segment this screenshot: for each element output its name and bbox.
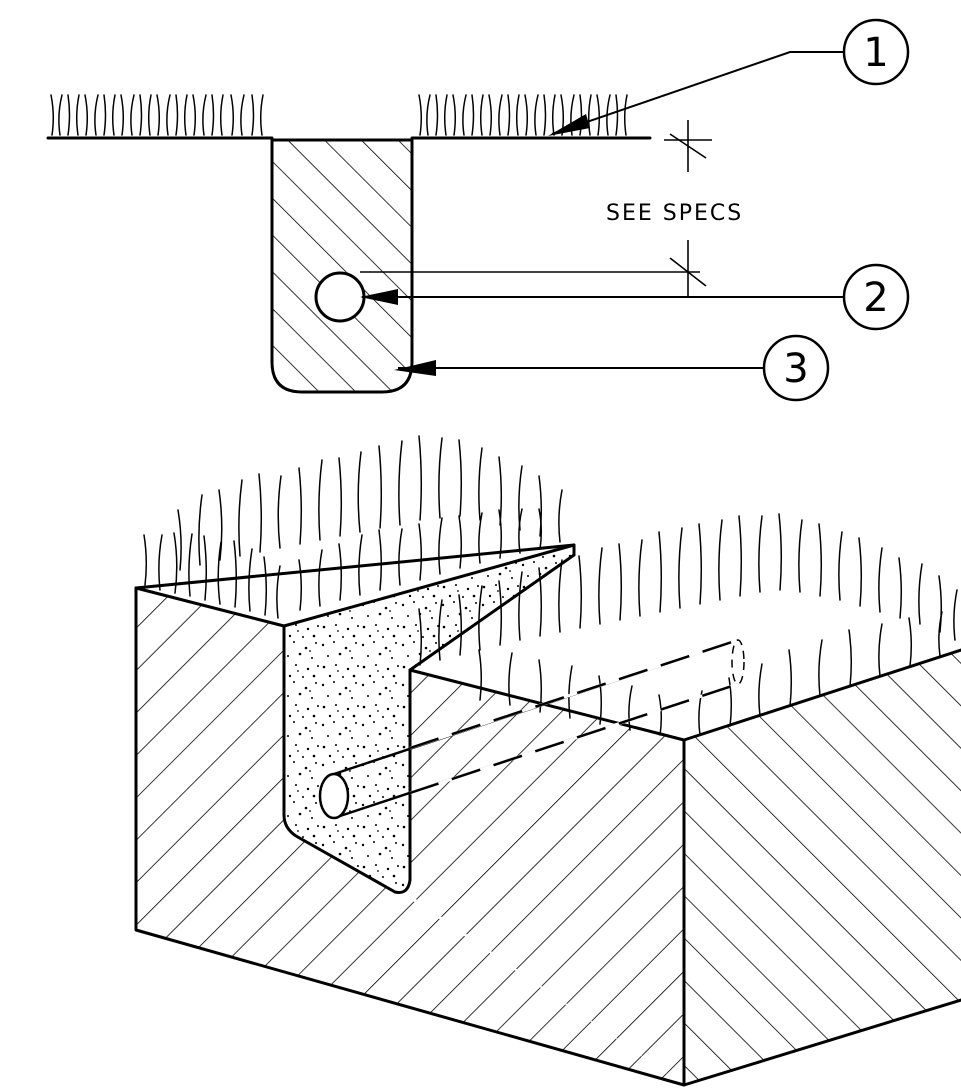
grass-top-left	[143, 435, 563, 619]
isometric-view	[134, 435, 961, 1087]
grass-surface-left	[50, 94, 264, 136]
grass-top-right	[418, 513, 958, 736]
pipe-section	[314, 271, 366, 323]
callout-1-label: 1	[863, 30, 888, 76]
grass-surface-right	[418, 94, 628, 136]
see-specs-note: SEE SPECS	[606, 201, 743, 226]
callout-2-label: 2	[863, 275, 888, 321]
soil-front-face-right	[410, 670, 684, 1085]
trench-backfill	[270, 138, 414, 394]
block-outlines	[134, 543, 961, 1087]
callout-1: 1	[548, 18, 910, 136]
section-view: SEE SPECS 1 2 3	[46, 18, 910, 402]
depth-dimension	[360, 120, 712, 296]
callout-3-label: 3	[783, 346, 808, 392]
soil-front-face-left	[136, 588, 684, 1085]
soil-side-face-right	[684, 650, 961, 1085]
callout-3: 3	[394, 334, 830, 402]
callout-2: 2	[360, 263, 910, 331]
pipe-3d	[318, 638, 745, 820]
